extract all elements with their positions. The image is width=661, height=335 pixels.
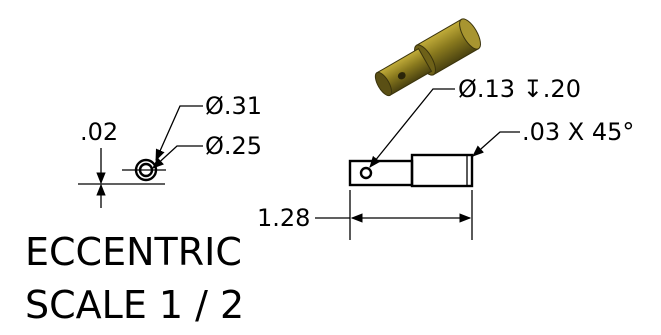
side-view: Ø.13 ↧.20 .03 X 45° 1.28 [257,75,634,240]
cross-hole [359,166,373,180]
drawing-scale: SCALE 1 / 2 [25,283,244,327]
isometric-part-view [374,18,481,97]
hole-callout-leader [369,88,455,168]
small-shaft-outline [348,159,414,187]
hole-callout-text: Ø.13 ↧.20 [458,75,581,103]
length-dim-text: 1.28 [257,204,310,232]
outer-dia-leader [155,105,203,162]
offset-dim-text: .02 [80,118,118,146]
end-view: .02 Ø.31 Ø.25 [78,92,262,208]
part-title: ECCENTRIC [25,230,242,274]
inner-dia-leader [152,145,203,169]
large-shaft-outline [410,153,474,188]
chamfer-callout-leader [472,131,520,157]
outer-dia-text: Ø.31 [205,92,262,120]
chamfer-callout-text: .03 X 45° [522,118,634,146]
inner-dia-text: Ø.25 [205,132,262,160]
